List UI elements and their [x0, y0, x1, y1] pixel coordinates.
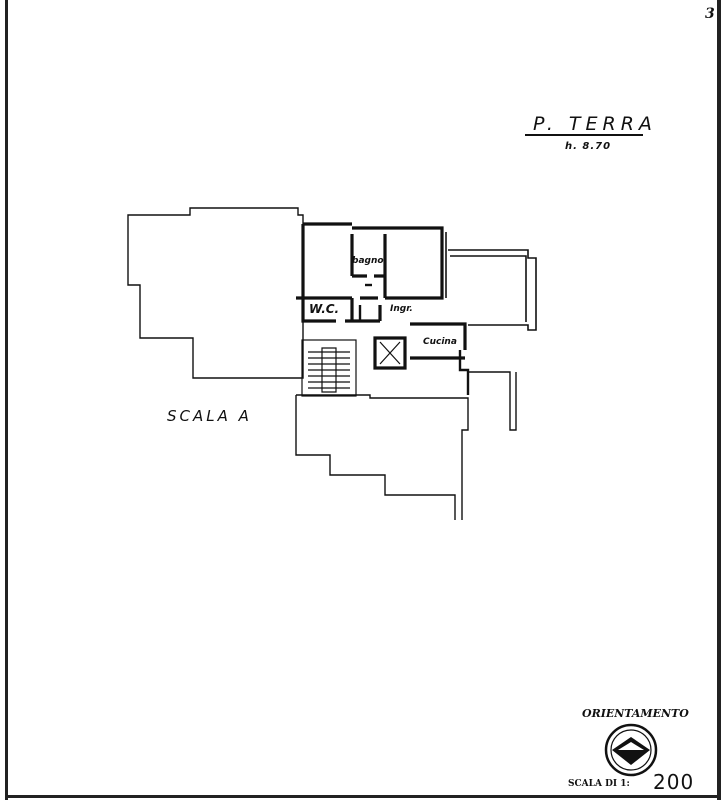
floor-title: P. TERRA [533, 113, 657, 135]
veranda-inner [450, 255, 527, 322]
plan-outline-lower-right [296, 394, 469, 520]
staircase-landing [321, 347, 337, 393]
apartment-wall-top [303, 222, 444, 232]
room-label-bagno: bagno [352, 256, 384, 266]
staircase-box [301, 339, 357, 397]
floor-title-underline [525, 134, 643, 136]
scale-value: 200 [653, 770, 695, 794]
room-label-cucina: Cucina [423, 337, 457, 347]
orientation-label: ORIENTAMENTO [582, 707, 689, 720]
sheet-border-right [717, 0, 721, 800]
apartment-wall-upper-right [385, 232, 444, 300]
plan-outline-left [127, 207, 304, 379]
room-label-wc: W.C. [309, 302, 340, 316]
sheet-border-bottom [5, 795, 721, 798]
sheet-border-left [5, 0, 8, 800]
corridor-wall-c [458, 350, 470, 395]
north-arrow-compass-icon [604, 723, 658, 777]
page-number: 3 [705, 6, 715, 22]
scale-label: SCALA DI 1: [568, 779, 630, 789]
plan-outline-right-wing [468, 371, 517, 431]
floor-height: h. 8.70 [565, 141, 612, 152]
staircase-label: SCALA A [167, 407, 252, 425]
veranda-outline [448, 249, 537, 331]
staircase-steps [308, 351, 350, 389]
apartment-wall-ingr [378, 305, 467, 350]
plan-outline-lower [295, 395, 456, 520]
apartment-wall-core [373, 336, 407, 370]
apartment-wall-left [301, 224, 336, 323]
elevator-cross [379, 341, 401, 365]
room-label-ingresso: Ingr. [390, 304, 413, 314]
